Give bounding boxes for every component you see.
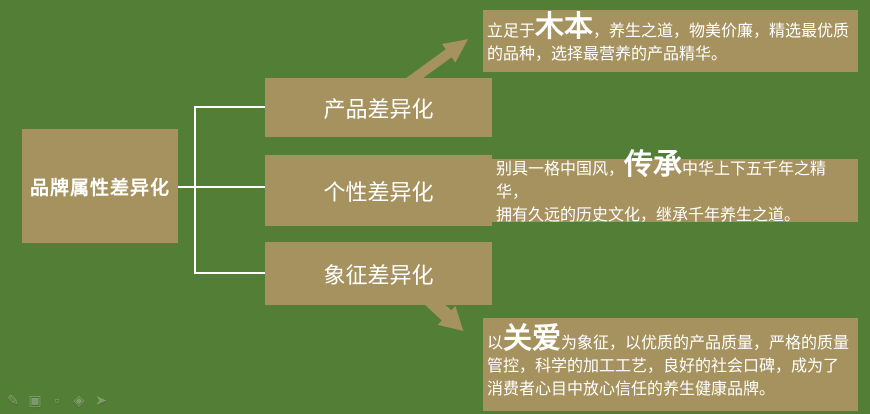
desc-pre: 立足于	[487, 23, 536, 40]
desc-line3: 消费者心目中放心信任的养生健康品牌。	[487, 381, 776, 398]
connector-branch-personality	[196, 186, 265, 188]
branch-box-label: 个性差异化	[323, 179, 434, 205]
dash-icon[interactable]: ▫	[54, 392, 60, 408]
desc-highlight: 木本	[535, 11, 594, 43]
desc-highlight: 关爱	[503, 323, 562, 355]
description-product-text: 立足于木本，养生之道，物美价廉，精选最优质 的品种，选择最营养的产品精华。	[487, 13, 850, 66]
desc-tail: 中华上下五千年之精华，	[496, 161, 827, 201]
annotation-toolbar: ✎ ▣ ▫ ◈ ➤	[6, 391, 108, 409]
desc-line2: 的品种，选择最营养的产品精华。	[487, 46, 728, 63]
description-product: 立足于木本，养生之道，物美价廉，精选最优质 的品种，选择最营养的产品精华。	[483, 10, 858, 72]
branch-box-label: 产品差异化	[323, 96, 434, 122]
branch-box-personality: 个性差异化	[265, 155, 492, 226]
connector-branch-symbol	[196, 272, 265, 274]
root-box-label: 品牌属性差异化	[29, 177, 170, 199]
picture-icon[interactable]: ▣	[28, 392, 42, 408]
desc-line2: 管控，科学的加工工艺，良好的社会口碑，成为了	[487, 358, 840, 375]
desc-highlight: 传承	[624, 149, 683, 181]
connector-root-stub	[178, 186, 196, 188]
description-personality: 别具一格中国风，传承中华上下五千年之精华， 拥有久远的历史文化，继承千年养生之道…	[492, 151, 858, 224]
description-personality-text: 别具一格中国风，传承中华上下五千年之精华， 拥有久远的历史文化，继承千年养生之道…	[496, 151, 854, 227]
branch-box-label: 象征差异化	[323, 262, 434, 288]
description-symbol-text: 以关爱为象征，以优质的产品质量，严格的质量 管控，科学的加工工艺，良好的社会口碑…	[487, 325, 850, 401]
connector-vertical-bracket	[194, 106, 196, 274]
description-symbol: 以关爱为象征，以优质的产品质量，严格的质量 管控，科学的加工工艺，良好的社会口碑…	[483, 318, 858, 411]
root-box-brand-attribute: 品牌属性差异化	[22, 129, 178, 243]
diamond-icon[interactable]: ◈	[73, 392, 85, 408]
pointer-icon[interactable]: ➤	[95, 392, 107, 408]
branch-box-product: 产品差异化	[265, 78, 492, 137]
desc-tail: 为象征，以优质的产品质量，严格的质量	[561, 335, 850, 352]
desc-pre: 以	[487, 335, 504, 352]
pencil-icon[interactable]: ✎	[7, 392, 19, 408]
connector-branch-product	[196, 106, 265, 108]
desc-pre: 别具一格中国风，	[496, 161, 625, 178]
desc-line2: 拥有久远的历史文化，继承千年养生之道。	[496, 207, 801, 224]
desc-tail: ，养生之道，物美价廉，精选最优质	[593, 23, 850, 40]
branch-box-symbol: 象征差异化	[265, 242, 492, 305]
